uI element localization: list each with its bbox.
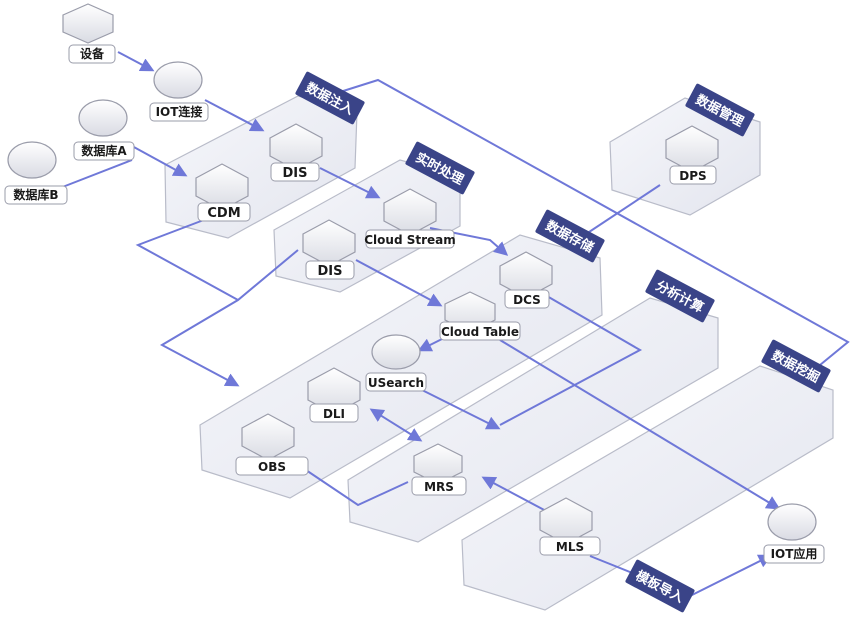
iot-connect-node[interactable]: IOT连接 bbox=[149, 61, 209, 122]
dli-label: DLI bbox=[323, 407, 345, 421]
db-a-icon bbox=[78, 99, 128, 137]
cloud-table-node[interactable]: Cloud Table bbox=[439, 291, 521, 341]
iot-connect-icon bbox=[153, 61, 203, 99]
cloud-stream-label-box bbox=[365, 229, 455, 249]
cloud-table-label: Cloud Table bbox=[441, 325, 519, 339]
mrs-label: MRS bbox=[424, 480, 454, 494]
dli-label-box bbox=[309, 403, 359, 423]
db-b-node[interactable]: 数据库B bbox=[4, 141, 68, 205]
edge-iot-dis bbox=[204, 99, 265, 132]
db-b-label: 数据库B bbox=[13, 187, 58, 202]
device-label: 设备 bbox=[80, 46, 105, 61]
edge-loop-mining bbox=[339, 78, 850, 366]
usearch-icon bbox=[371, 334, 421, 370]
iot-app-label: IOT应用 bbox=[771, 546, 818, 561]
dps-label-box bbox=[669, 165, 717, 185]
dli-icon bbox=[307, 367, 361, 415]
dis-mid-label-box bbox=[305, 260, 355, 280]
db-a-node[interactable]: 数据库A bbox=[73, 99, 135, 161]
dis-mid-icon bbox=[302, 219, 356, 267]
db-b-icon bbox=[7, 141, 57, 179]
db-a-label: 数据库A bbox=[81, 143, 127, 158]
dps-label: DPS bbox=[679, 169, 706, 183]
mls-label: MLS bbox=[556, 540, 584, 554]
dis-mid-label: DIS bbox=[318, 264, 343, 279]
dis-top-label: DIS bbox=[283, 166, 308, 181]
cloud-stream-label: Cloud Stream bbox=[364, 233, 456, 247]
edge-dbb-dba bbox=[59, 159, 133, 189]
mls-label-box bbox=[539, 536, 601, 556]
db-b-label-box bbox=[4, 185, 68, 205]
dcs-icon bbox=[499, 251, 553, 299]
dis-mid-node[interactable]: DIS bbox=[302, 219, 356, 280]
dps-node[interactable]: DPS bbox=[665, 125, 719, 185]
cdm-label-box bbox=[197, 202, 251, 222]
dis-top-label-box bbox=[270, 162, 320, 182]
mrs-label-box bbox=[411, 476, 467, 496]
edge-usearch-analytics bbox=[417, 387, 501, 430]
db-a-label-box bbox=[73, 141, 135, 161]
obs-label: OBS bbox=[258, 460, 286, 474]
edge-dcs-analytics bbox=[499, 291, 643, 426]
cdm-icon bbox=[195, 163, 249, 211]
iot-app-icon bbox=[767, 503, 817, 541]
usearch-label: USearch bbox=[368, 376, 424, 390]
zone-tag-template: 模板导入 bbox=[625, 559, 695, 613]
dcs-label: DCS bbox=[513, 293, 541, 307]
obs-label-box bbox=[235, 456, 309, 476]
zone-tag-mining: 数据挖掘 bbox=[761, 339, 831, 393]
device-label-box bbox=[68, 44, 116, 64]
edge-mls-mrs bbox=[481, 476, 549, 513]
usearch-node[interactable]: USearch bbox=[365, 334, 427, 392]
iot-connect-label: IOT连接 bbox=[156, 104, 203, 119]
mrs-icon bbox=[413, 443, 463, 485]
connectors bbox=[59, 51, 850, 597]
cloud-table-label-box bbox=[439, 321, 521, 341]
dis-top-icon bbox=[269, 123, 323, 171]
iot-app-label-box bbox=[763, 544, 825, 564]
dps-icon bbox=[665, 125, 719, 173]
dis-top-node[interactable]: DIS bbox=[269, 123, 323, 182]
iot-app-node[interactable]: IOT应用 bbox=[763, 503, 825, 564]
edge-dli-mrs bbox=[369, 408, 423, 442]
cloud-stream-icon bbox=[383, 188, 437, 236]
dcs-label-box bbox=[504, 289, 550, 309]
zone-panels bbox=[164, 95, 834, 611]
obs-icon bbox=[241, 413, 295, 461]
edge-dismid-route bbox=[159, 249, 299, 387]
device-node[interactable]: 设备 bbox=[62, 3, 116, 64]
edge-cloudtable-dps bbox=[579, 184, 661, 239]
iot-connect-label-box bbox=[149, 102, 209, 122]
edge-template-iotapp bbox=[689, 554, 773, 597]
edge-dismid-cloudtable bbox=[355, 259, 443, 307]
mrs-node[interactable]: MRS bbox=[411, 443, 467, 496]
edge-cdm-route bbox=[135, 209, 239, 301]
mls-node[interactable]: MLS bbox=[539, 497, 601, 556]
edge-dis-cloudstream bbox=[319, 167, 381, 199]
device-icon bbox=[62, 3, 114, 44]
usearch-label-box bbox=[365, 372, 427, 392]
mls-icon bbox=[539, 497, 593, 545]
edge-cloudtable-iotapp bbox=[499, 339, 781, 510]
edge-mrs-obs bbox=[291, 460, 409, 507]
edge-device-iot bbox=[117, 51, 155, 72]
cloud-stream-node[interactable]: Cloud Stream bbox=[364, 188, 456, 249]
cdm-label: CDM bbox=[207, 206, 240, 221]
dcs-node[interactable]: DCS bbox=[499, 251, 553, 309]
obs-node[interactable]: OBS bbox=[235, 413, 309, 476]
dli-node[interactable]: DLI bbox=[307, 367, 361, 423]
cdm-node[interactable]: CDM bbox=[195, 163, 251, 222]
edge-dba-cdm bbox=[131, 145, 188, 177]
